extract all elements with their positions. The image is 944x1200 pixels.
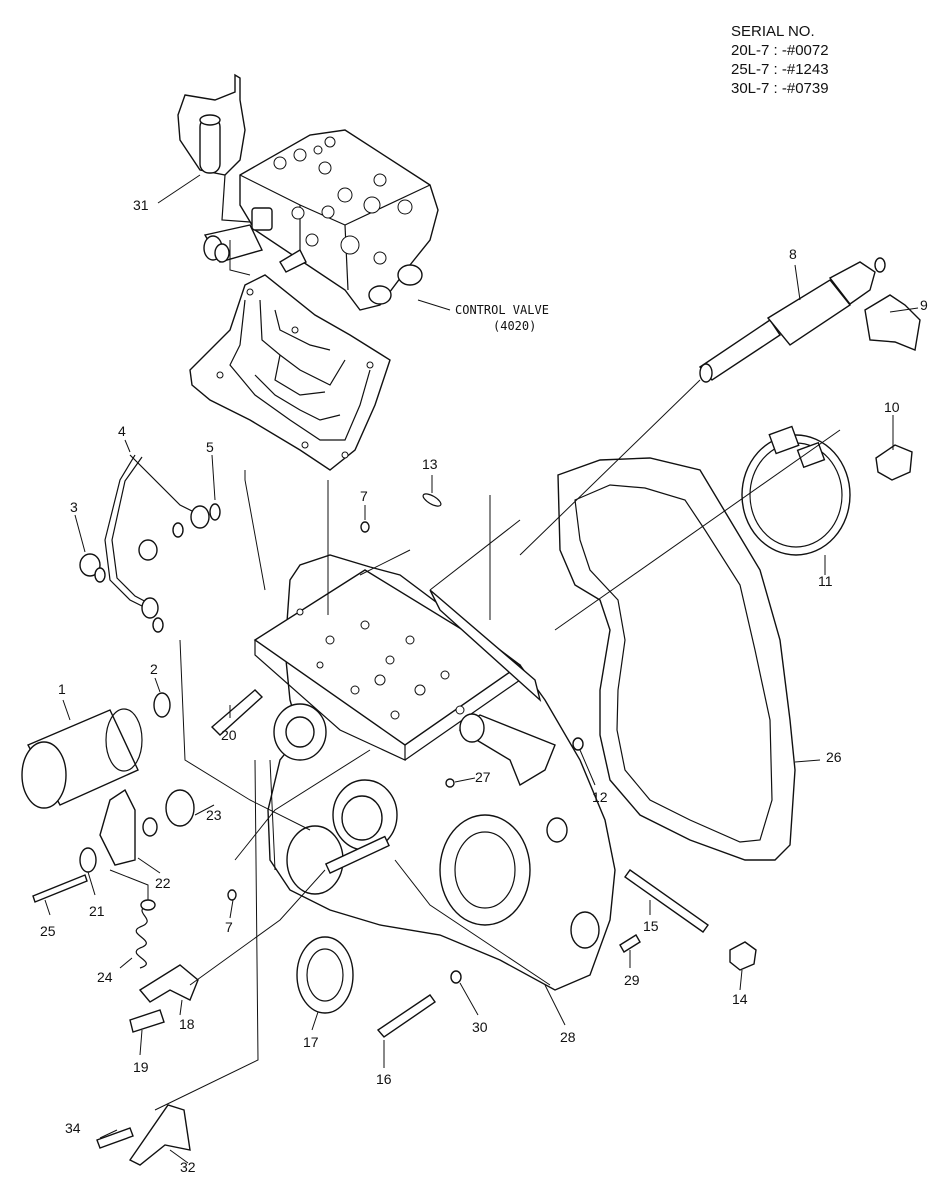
label-part-5: 5 [206, 439, 214, 455]
label-part-25: 25 [40, 923, 56, 939]
pin-15 [624, 869, 709, 933]
label-part-26: 26 [826, 749, 842, 765]
serial-title: SERIAL NO. [731, 23, 815, 40]
label-part-32: 32 [180, 1159, 196, 1175]
label-part-21: 21 [89, 903, 105, 919]
label-part-16: 16 [376, 1071, 392, 1087]
bolt-20 [210, 689, 264, 736]
label-part-9: 9 [920, 297, 928, 313]
label-part-31: 31 [133, 197, 149, 213]
nut-14 [729, 941, 757, 971]
part-number-labels: 1 2 3 4 5 7 7 7 8 9 10 11 12 13 14 15 16… [40, 197, 928, 1175]
bracket-10 [875, 444, 913, 481]
serial-line-30l: 30L-7 : -#0739 [731, 80, 829, 97]
spring-24 [135, 904, 149, 969]
bolt-19 [129, 1009, 165, 1033]
label-part-3: 3 [70, 499, 78, 515]
label-part-27: 27 [475, 769, 491, 785]
band-11 [741, 425, 851, 556]
serial-line-25l: 25L-7 : -#1243 [731, 61, 829, 78]
bracket-32 [128, 1104, 191, 1166]
label-part-17: 17 [303, 1034, 319, 1050]
label-part-30: 30 [472, 1019, 488, 1035]
control-valve-label: CONTROL VALVE [455, 303, 549, 317]
pin-25 [32, 874, 88, 903]
label-part-23: 23 [206, 807, 222, 823]
label-part-8: 8 [789, 246, 797, 262]
label-part-34: 34 [65, 1120, 81, 1136]
control-valve-body [203, 129, 439, 311]
oring-13 [422, 493, 442, 507]
label-part-10: 10 [884, 399, 900, 415]
label-part-7-top: 7 [360, 488, 368, 504]
lever-22 [99, 788, 136, 866]
shaft-8 [698, 257, 886, 383]
label-part-28: 28 [560, 1029, 576, 1045]
label-part-20: 20 [221, 727, 237, 743]
label-part-12: 12 [592, 789, 608, 805]
label-part-2: 2 [150, 661, 158, 677]
valve-gasket-plate [189, 274, 391, 471]
label-part-7-mid: 7 [225, 919, 233, 935]
label-part-29: 29 [624, 972, 640, 988]
gasket-26 [557, 457, 796, 861]
plug-7-left [227, 889, 237, 901]
label-part-24: 24 [97, 969, 113, 985]
plug-7-top [360, 521, 370, 533]
label-part-11: 11 [818, 573, 833, 589]
label-part-1: 1 [58, 681, 66, 697]
serial-line-20l: 20L-7 : -#0072 [731, 42, 829, 59]
washer-30 [450, 970, 462, 984]
plate-9 [864, 294, 921, 351]
bracket-31 [177, 73, 251, 223]
oil-filter-1 [21, 708, 143, 809]
bolt-16 [376, 994, 436, 1038]
seal-23 [165, 789, 195, 827]
label-part-22: 22 [155, 875, 171, 891]
transmission-housing [253, 554, 616, 991]
leader-lines [44, 174, 919, 1164]
control-valve-code: (4020) [493, 319, 536, 333]
bracket-18 [138, 964, 199, 1003]
serial-number-block: SERIAL NO. 20L-7 : -#0072 25L-7 : -#1243… [731, 22, 829, 98]
pipe-4-assembly [79, 454, 221, 633]
label-part-14: 14 [732, 991, 748, 1007]
pin-29 [619, 934, 641, 953]
label-part-4: 4 [118, 423, 126, 439]
label-part-15: 15 [643, 918, 659, 934]
label-part-13: 13 [422, 456, 438, 472]
bolt-34 [96, 1127, 134, 1149]
label-part-18: 18 [179, 1016, 195, 1032]
nipple-2 [153, 692, 171, 718]
plug-12 [572, 737, 584, 751]
plug-27 [445, 778, 455, 788]
seal-17 [296, 936, 354, 1014]
label-part-19: 19 [133, 1059, 149, 1075]
